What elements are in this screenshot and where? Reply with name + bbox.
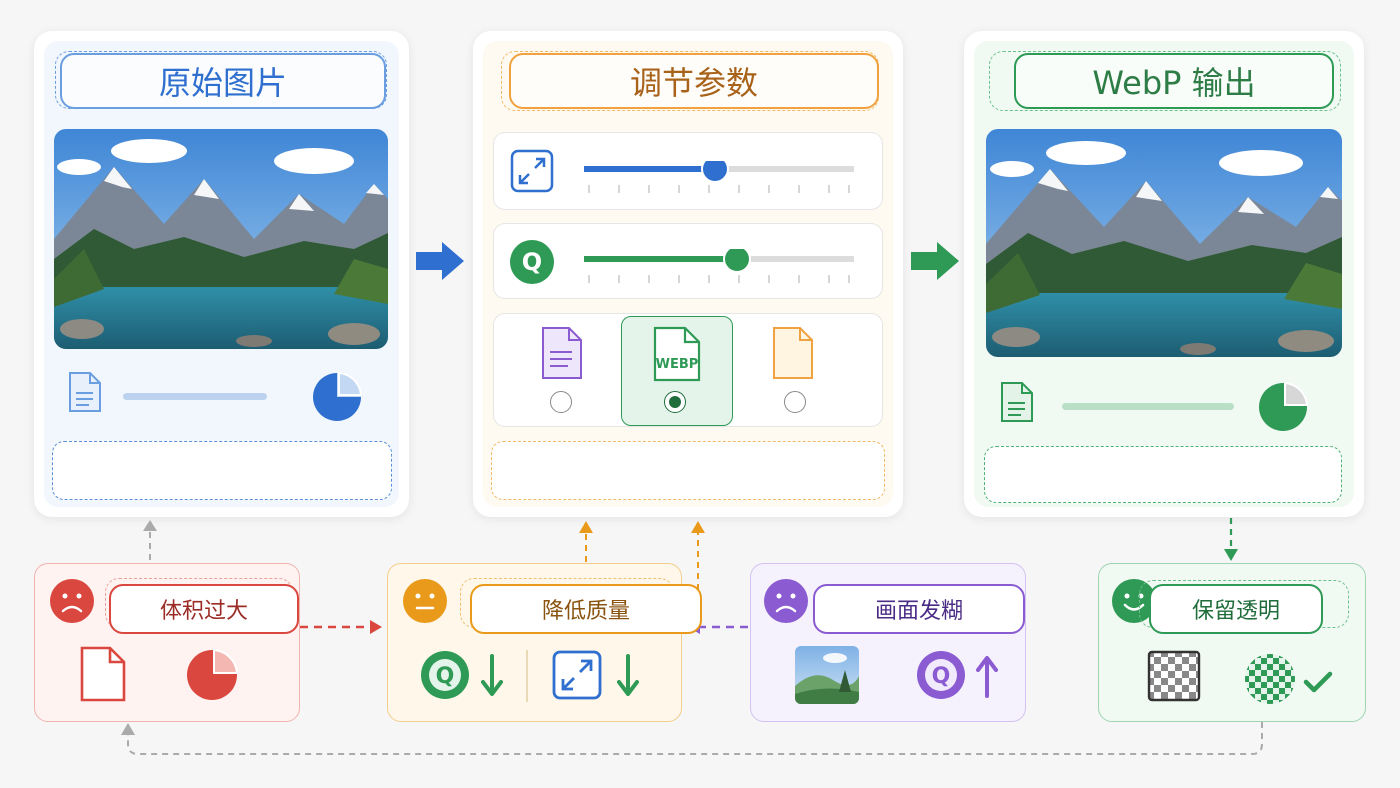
divider bbox=[526, 650, 528, 702]
format-radio-image-file[interactable] bbox=[784, 391, 806, 413]
format-radio-webp[interactable] bbox=[664, 391, 686, 413]
format-radio-document[interactable] bbox=[550, 391, 572, 413]
params-info-box bbox=[491, 441, 885, 500]
original-title: 原始图片 bbox=[60, 53, 386, 109]
issue-label-quality: 降低质量 bbox=[470, 584, 702, 634]
original-image-panel: 原始图片 bbox=[34, 31, 409, 517]
pie-chart-icon bbox=[1257, 381, 1309, 433]
pie-chart-icon bbox=[185, 648, 239, 702]
quality-slider-panel: Q bbox=[493, 223, 883, 299]
sad-face-icon bbox=[763, 578, 809, 624]
original-info-box bbox=[52, 441, 392, 500]
size-bar bbox=[1062, 403, 1234, 410]
arrow-down-icon bbox=[616, 654, 640, 698]
arrow-right-icon bbox=[909, 240, 961, 282]
issue-label-transparency: 保留透明 bbox=[1149, 584, 1323, 634]
arrow-up-icon bbox=[975, 654, 999, 698]
params-title: 调节参数 bbox=[509, 53, 879, 109]
issue-label-size: 体积过大 bbox=[109, 584, 299, 634]
output-info-box bbox=[984, 446, 1342, 503]
image-file-format-icon bbox=[771, 326, 815, 380]
webp-file-icon bbox=[652, 326, 702, 382]
issue-card-blur: 画面发糊 Q bbox=[750, 563, 1026, 722]
quality-icon: Q bbox=[916, 650, 966, 700]
params-panel: 调节参数 Q bbox=[473, 31, 903, 517]
quality-icon: Q bbox=[420, 650, 470, 700]
resize-icon bbox=[510, 149, 554, 193]
resize-slider[interactable] bbox=[584, 161, 854, 197]
issue-card-size: 体积过大 bbox=[34, 563, 300, 722]
file-icon bbox=[79, 646, 127, 702]
issue-card-transparency: 保留透明 bbox=[1098, 563, 1366, 722]
size-bar bbox=[123, 393, 267, 400]
output-image bbox=[986, 129, 1342, 357]
blurry-image-thumbnail bbox=[795, 646, 859, 704]
format-selector-panel: WEBP bbox=[493, 313, 883, 427]
arrow-down-icon bbox=[480, 654, 504, 698]
resize-slider-panel bbox=[493, 132, 883, 210]
quality-icon: Q bbox=[508, 238, 556, 286]
webp-badge: WEBP bbox=[655, 357, 699, 372]
pie-chart-icon bbox=[311, 371, 363, 423]
transparency-icon bbox=[1147, 650, 1201, 702]
check-icon bbox=[1303, 670, 1333, 694]
arrow-right-icon bbox=[414, 240, 466, 282]
resize-icon bbox=[552, 650, 602, 700]
quality-slider[interactable] bbox=[584, 249, 854, 285]
neutral-face-icon bbox=[402, 578, 448, 624]
issue-label-blur: 画面发糊 bbox=[813, 584, 1025, 634]
document-icon bbox=[67, 371, 103, 413]
original-image bbox=[54, 129, 388, 349]
output-panel: WebP 输出 bbox=[964, 31, 1364, 517]
document-icon bbox=[999, 381, 1035, 423]
transparent-webp-icon bbox=[1243, 652, 1297, 706]
svg-text:Q: Q bbox=[436, 664, 455, 689]
output-title-frame bbox=[989, 51, 1341, 111]
issue-card-quality: 降低质量 Q bbox=[387, 563, 702, 722]
output-title: WebP 输出 bbox=[1014, 53, 1334, 109]
svg-text:Q: Q bbox=[932, 664, 951, 689]
sad-face-icon bbox=[49, 578, 95, 624]
svg-text:Q: Q bbox=[522, 248, 542, 276]
document-format-icon bbox=[540, 326, 584, 380]
